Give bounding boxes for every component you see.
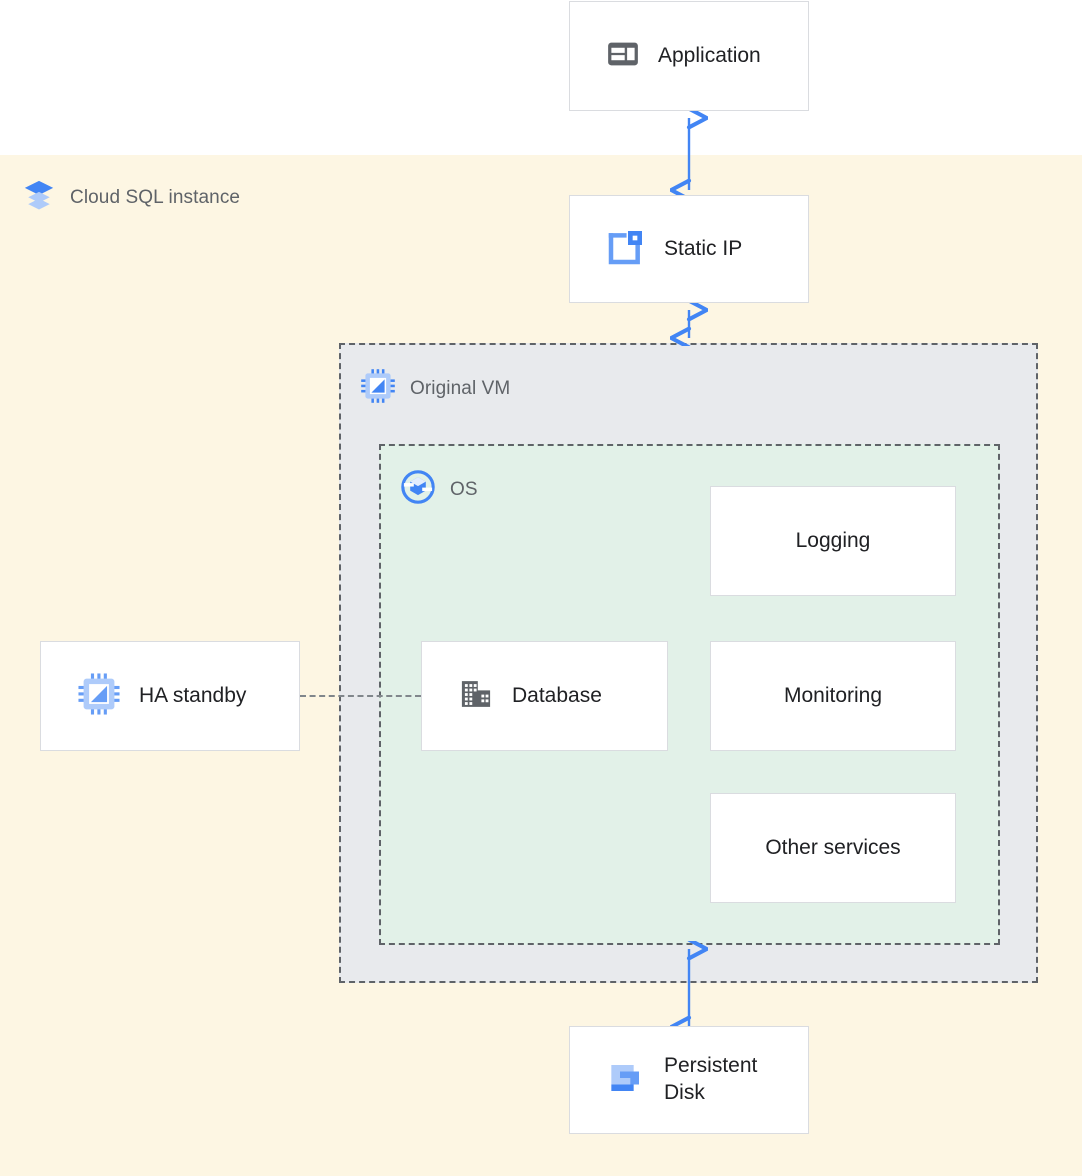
node-label: Persistent Disk <box>664 1053 757 1107</box>
connector-ha-standby-to-database <box>300 695 421 697</box>
node-label: Static IP <box>664 236 743 260</box>
connector-application-to-static-ip <box>668 110 710 198</box>
node-monitoring[interactable]: Monitoring <box>710 641 956 751</box>
cpu-chip-icon <box>77 672 121 721</box>
os-disc-icon <box>400 469 436 510</box>
persistent-disk-icon <box>606 1058 646 1103</box>
zone-label-cloud-sql-instance: Cloud SQL instance <box>22 178 240 217</box>
node-ha-standby[interactable]: HA standby <box>40 641 300 751</box>
node-label: Logging <box>795 528 871 552</box>
node-application[interactable]: Application <box>569 1 809 111</box>
node-label: Other services <box>765 835 901 859</box>
zone-label-original-vm: Original VM <box>360 368 510 409</box>
application-window-icon <box>606 37 640 76</box>
node-database[interactable]: Database <box>421 641 668 751</box>
cpu-chip-icon <box>360 368 396 409</box>
zone-label-os: OS <box>400 469 478 510</box>
database-building-icon <box>458 676 494 717</box>
node-label: HA standby <box>139 683 247 707</box>
static-ip-icon <box>606 227 646 272</box>
node-label-line2: Disk <box>664 1081 705 1104</box>
node-label-line1: Persistent <box>664 1054 758 1078</box>
node-static-ip[interactable]: Static IP <box>569 195 809 303</box>
node-logging[interactable]: Logging <box>710 486 956 596</box>
layers-icon <box>22 178 56 217</box>
node-other-services[interactable]: Other services <box>710 793 956 903</box>
zone-label-text: OS <box>450 478 478 500</box>
zone-label-text: Original VM <box>410 377 511 399</box>
connector-static-ip-to-original-vm <box>668 302 710 346</box>
zone-label-text: Cloud SQL instance <box>70 186 241 208</box>
node-label: Application <box>658 43 761 67</box>
node-persistent-disk[interactable]: Persistent Disk <box>569 1026 809 1134</box>
connector-os-to-persistent-disk <box>668 941 710 1035</box>
node-label: Database <box>512 683 602 707</box>
node-label: Monitoring <box>783 683 883 707</box>
